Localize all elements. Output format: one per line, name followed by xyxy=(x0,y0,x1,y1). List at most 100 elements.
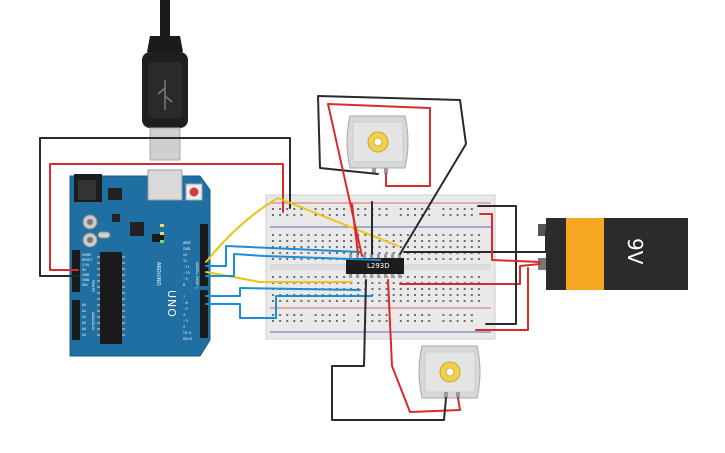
breadboard-hole[interactable] xyxy=(314,240,317,242)
breadboard-hole[interactable] xyxy=(442,314,445,316)
breadboard-hole[interactable] xyxy=(399,288,402,290)
breadboard-hole[interactable] xyxy=(463,294,466,296)
breadboard-hole[interactable] xyxy=(328,300,331,302)
breadboard-hole[interactable] xyxy=(286,320,289,322)
breadboard-hole[interactable] xyxy=(371,320,374,322)
wire-motor-top-black[interactable] xyxy=(317,95,467,255)
breadboard-hole[interactable] xyxy=(343,240,345,242)
wire-blue-3[interactable] xyxy=(205,287,361,297)
breadboard-hole[interactable] xyxy=(364,234,367,236)
breadboard-hole[interactable] xyxy=(442,276,445,278)
breadboard-hole[interactable] xyxy=(449,208,452,210)
breadboard-hole[interactable] xyxy=(406,300,409,302)
breadboard-hole[interactable] xyxy=(272,314,274,316)
breadboard-hole[interactable] xyxy=(378,234,381,236)
wire-yellow-1[interactable] xyxy=(205,197,399,263)
wire-chip-vcc-top[interactable] xyxy=(351,203,359,255)
breadboard-hole[interactable] xyxy=(399,214,402,216)
wire-gnd-arduino[interactable] xyxy=(39,137,291,277)
breadboard-hole[interactable] xyxy=(364,214,367,216)
wire-battery-pos[interactable] xyxy=(475,267,529,331)
breadboard-hole[interactable] xyxy=(321,208,324,210)
breadboard-hole[interactable] xyxy=(456,320,459,322)
breadboard-hole[interactable] xyxy=(470,246,473,248)
breadboard-hole[interactable] xyxy=(477,246,480,248)
breadboard-hole[interactable] xyxy=(343,214,345,216)
breadboard-hole[interactable] xyxy=(406,314,409,316)
breadboard-hole[interactable] xyxy=(442,208,445,210)
breadboard-hole[interactable] xyxy=(272,208,274,210)
battery-9v[interactable]: 9V xyxy=(538,218,688,290)
wire-motor-top-red[interactable] xyxy=(327,103,431,257)
breadboard-hole[interactable] xyxy=(463,314,466,316)
breadboard-hole[interactable] xyxy=(406,246,409,248)
breadboard-hole[interactable] xyxy=(449,300,452,302)
breadboard-hole[interactable] xyxy=(300,258,303,260)
breadboard-hole[interactable] xyxy=(421,300,424,302)
l293d-chip[interactable]: L293D xyxy=(346,254,404,278)
breadboard-hole[interactable] xyxy=(385,214,388,216)
breadboard-hole[interactable] xyxy=(279,246,282,248)
breadboard-hole[interactable] xyxy=(477,300,480,302)
breadboard-hole[interactable] xyxy=(343,208,345,210)
breadboard-hole[interactable] xyxy=(435,294,438,296)
breadboard-hole[interactable] xyxy=(314,252,317,254)
breadboard-hole[interactable] xyxy=(414,314,416,316)
breadboard-hole[interactable] xyxy=(414,258,416,260)
breadboard-hole[interactable] xyxy=(300,252,303,254)
breadboard-hole[interactable] xyxy=(279,214,282,216)
breadboard-hole[interactable] xyxy=(314,258,317,260)
breadboard-hole[interactable] xyxy=(357,320,360,322)
breadboard-hole[interactable] xyxy=(321,276,324,278)
breadboard-hole[interactable] xyxy=(328,276,331,278)
breadboard-hole[interactable] xyxy=(463,246,466,248)
breadboard-hole[interactable] xyxy=(385,288,388,290)
breadboard-hole[interactable] xyxy=(371,282,374,284)
breadboard-hole[interactable] xyxy=(307,240,310,242)
breadboard-hole[interactable] xyxy=(385,320,388,322)
breadboard-hole[interactable] xyxy=(463,288,466,290)
breadboard-hole[interactable] xyxy=(428,314,431,316)
breadboard-hole[interactable] xyxy=(456,288,459,290)
breadboard-hole[interactable] xyxy=(350,252,353,254)
breadboard-hole[interactable] xyxy=(328,234,331,236)
breadboard-hole[interactable] xyxy=(293,246,296,248)
breadboard-hole[interactable] xyxy=(300,214,303,216)
breadboard-hole[interactable] xyxy=(300,208,303,210)
breadboard-hole[interactable] xyxy=(385,294,388,296)
breadboard-hole[interactable] xyxy=(449,294,452,296)
breadboard-hole[interactable] xyxy=(442,320,445,322)
breadboard-hole[interactable] xyxy=(350,240,353,242)
breadboard-hole[interactable] xyxy=(414,246,416,248)
breadboard-hole[interactable] xyxy=(463,214,466,216)
breadboard-hole[interactable] xyxy=(378,208,381,210)
breadboard-hole[interactable] xyxy=(477,294,480,296)
breadboard-hole[interactable] xyxy=(371,294,374,296)
breadboard-hole[interactable] xyxy=(300,300,303,302)
breadboard-hole[interactable] xyxy=(314,320,317,322)
breadboard-hole[interactable] xyxy=(421,294,424,296)
breadboard-hole[interactable] xyxy=(456,314,459,316)
breadboard-hole[interactable] xyxy=(357,314,360,316)
breadboard-hole[interactable] xyxy=(321,314,324,316)
breadboard-hole[interactable] xyxy=(293,214,296,216)
breadboard-hole[interactable] xyxy=(406,294,409,296)
breadboard-hole[interactable] xyxy=(279,208,282,210)
breadboard-hole[interactable] xyxy=(392,288,395,290)
breadboard-hole[interactable] xyxy=(321,320,324,322)
breadboard-hole[interactable] xyxy=(357,300,360,302)
breadboard-hole[interactable] xyxy=(357,214,360,216)
breadboard-hole[interactable] xyxy=(399,208,402,210)
breadboard-hole[interactable] xyxy=(456,246,459,248)
usb-cable[interactable] xyxy=(142,0,188,161)
wire-blue-1[interactable] xyxy=(205,245,361,267)
breadboard-hole[interactable] xyxy=(328,252,331,254)
breadboard-hole[interactable] xyxy=(399,294,402,296)
breadboard-hole[interactable] xyxy=(442,294,445,296)
breadboard-hole[interactable] xyxy=(449,258,452,260)
breadboard-hole[interactable] xyxy=(314,208,317,210)
breadboard-hole[interactable] xyxy=(272,300,274,302)
breadboard-hole[interactable] xyxy=(428,214,431,216)
breadboard-hole[interactable] xyxy=(307,300,310,302)
breadboard-hole[interactable] xyxy=(335,246,338,248)
